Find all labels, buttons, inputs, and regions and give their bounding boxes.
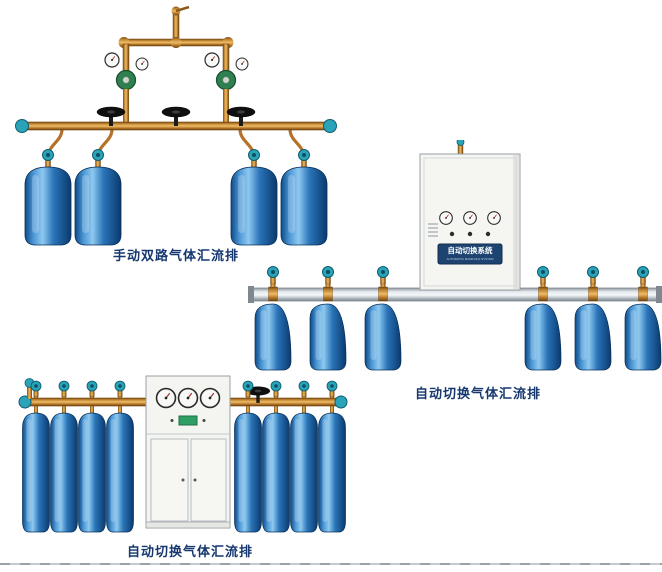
bottom-divider	[0, 563, 662, 565]
auto-switch-wall-figure: 自动切换系统 AUTOMATIC MANIFOLD SYSTEM	[248, 140, 662, 374]
product-caption: 自动切换气体汇流排	[414, 386, 541, 401]
gas-cylinder	[106, 412, 134, 533]
cabinet-gauge	[463, 211, 477, 225]
gas-cylinders	[254, 266, 662, 371]
pressure-gauge	[204, 52, 220, 68]
cylinder-unit	[309, 266, 347, 371]
gas-cylinder	[234, 412, 262, 533]
control-cabinet: 自动切换系统 AUTOMATIC MANIFOLD SYSTEM	[419, 140, 521, 291]
regulator-body	[115, 69, 137, 91]
pressure-gauge	[235, 57, 249, 71]
cabinet-gauge	[155, 387, 177, 409]
cylinder-unit	[574, 266, 612, 371]
cabinet-nameplate-sublabel: AUTOMATIC MANIFOLD SYSTEM	[447, 257, 494, 261]
regulator-body	[215, 69, 237, 91]
product-caption: 自动切换气体汇流排	[126, 544, 253, 559]
gas-cylinder	[290, 412, 318, 533]
gas-cylinder	[24, 166, 72, 246]
auto-switch-wall-illustration: 自动切换系统 AUTOMATIC MANIFOLD SYSTEM	[248, 140, 662, 371]
manual-dual-manifold-figure	[6, 6, 346, 252]
gas-cylinder	[318, 412, 346, 533]
gas-cylinder	[74, 166, 122, 246]
cylinder-valve	[42, 149, 54, 168]
cabinet-gauge	[439, 211, 453, 225]
cabinet-gauge	[487, 211, 501, 225]
manual-dual-manifold-illustration	[15, 6, 337, 246]
vent-louvers	[428, 223, 438, 237]
cabinet-nameplate-label: 自动切换系统	[448, 245, 493, 255]
pressure-regulator-right	[204, 52, 249, 124]
cylinder-unit	[364, 266, 402, 371]
cabinet-gauge	[199, 387, 221, 409]
cylinder-valve	[92, 149, 104, 168]
cabinet-gauge	[177, 387, 199, 409]
product-caption: 手动双路气体汇流排	[112, 248, 239, 263]
cabinet-door	[190, 438, 227, 522]
gas-cylinder	[22, 412, 50, 533]
pressure-regulator-left	[104, 52, 149, 124]
pressure-gauge	[104, 52, 120, 68]
cabinet-nameplate	[437, 243, 503, 265]
cylinder-unit	[524, 266, 562, 371]
gas-cylinder	[78, 412, 106, 533]
cylinder-unit	[254, 266, 292, 371]
auto-switch-floor-figure	[16, 372, 364, 540]
auto-switch-floor-illustration	[18, 375, 348, 533]
cylinder-unit	[624, 266, 662, 371]
control-cabinet	[145, 375, 231, 529]
gas-cylinder	[262, 412, 290, 533]
pressure-gauge	[135, 57, 149, 71]
indicator-panel	[178, 415, 198, 426]
gas-cylinder	[50, 412, 78, 533]
